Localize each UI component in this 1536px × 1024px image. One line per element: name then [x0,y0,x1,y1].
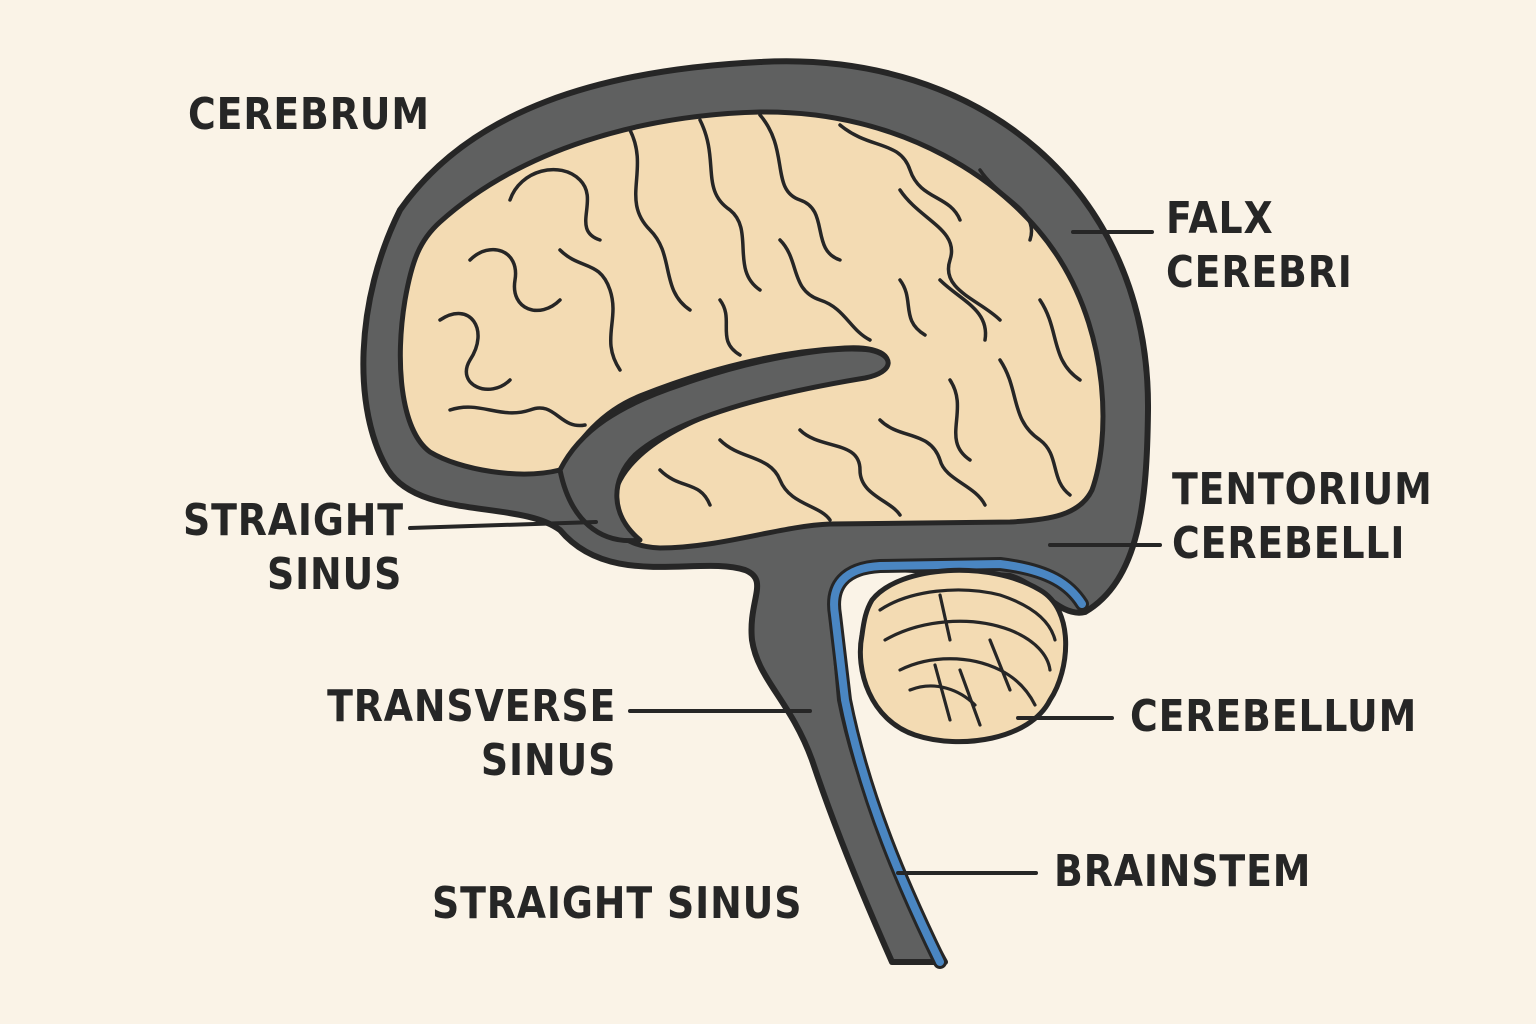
label-brainstem-text: BRAINSTEM [1054,846,1312,897]
label-cerebrum-text: CEREBRUM [188,89,430,140]
cerebrum-gyri [438,113,1082,522]
cerebellum-tissue [857,567,1069,745]
label-transverse-line1: TRANSVERSE [326,681,616,732]
cerebellum-folia [878,588,1057,727]
label-straight-sinus-upper-line2: SINUS [266,549,403,600]
label-falx-line1: FALX [1166,193,1274,244]
label-transverse-line2: SINUS [480,735,616,786]
label-cerebellum-text: CEREBELLUM [1130,691,1418,742]
label-cerebellum: CEREBELLUM [1130,690,1417,744]
label-brainstem: BRAINSTEM [1054,845,1311,899]
label-straight-sinus-lower-text: STRAIGHT SINUS [432,878,803,929]
label-tentorium-line1: TENTORIUM [1172,464,1433,515]
label-straight-sinus-upper-line1: STRAIGHT [183,495,404,546]
label-falx-cerebri: FALX CEREBRI [1166,192,1353,300]
label-tentorium-cerebelli: TENTORIUM CEREBELLI [1172,463,1433,571]
leader-lines [408,230,1162,875]
label-straight-sinus-lower: STRAIGHT SINUS [432,877,802,931]
label-straight-sinus-upper: STRAIGHT SINUS [183,494,404,602]
label-cerebrum: CEREBRUM [188,88,430,142]
label-transverse-sinus: TRANSVERSE SINUS [327,680,616,788]
label-tentorium-line2: CEREBELLI [1172,518,1406,569]
label-falx-line2: CEREBRI [1166,247,1353,298]
